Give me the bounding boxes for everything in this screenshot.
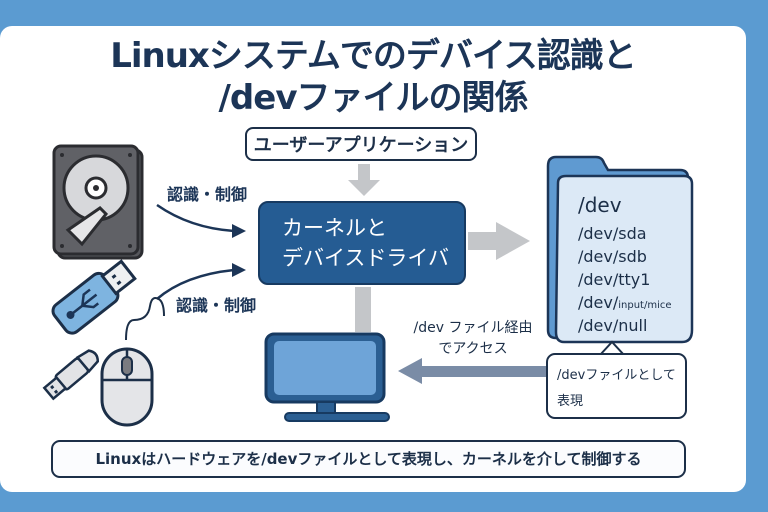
monitor-icon [264, 332, 390, 422]
kernel-line-2: デバイスドライバ [282, 246, 449, 270]
access-line-2: でアクセス [438, 341, 508, 357]
access-line-1: /dev ファイル経由 [413, 320, 533, 336]
arrow-app-to-kernel [348, 164, 380, 196]
dev-item-tty1: /dev/tty1 [578, 270, 651, 289]
usb-plug-icon [42, 349, 100, 401]
dev-input-suffix: input/mice [618, 300, 672, 311]
mouse-icon [100, 297, 165, 427]
usb-drive-icon [51, 259, 137, 335]
user-application-box: ユーザーアプリケーション [245, 127, 477, 161]
dev-item-sdb: /dev/sdb [578, 247, 647, 266]
access-label: /dev ファイル経由 でアクセス [398, 318, 548, 360]
recognize-control-label-bottom: 認識・制御 [176, 296, 257, 315]
arrow-kernel-to-folder [468, 222, 530, 260]
title-line-2: /devファイルの関係 [218, 78, 529, 118]
arrow-kernel-to-monitor [355, 287, 371, 332]
dev-file-callout: /devファイルとして 表現 [546, 353, 687, 419]
hard-disk-icon [52, 144, 144, 260]
dev-item-sda: /dev/sda [578, 224, 647, 243]
dev-item-null: /dev/null [578, 316, 648, 335]
dev-input-prefix: /dev/ [578, 293, 619, 312]
curved-arrow-top [156, 203, 246, 238]
summary-box: Linuxはハードウェアを/devファイルとして表現し、カーネルを介して制御する [51, 440, 686, 478]
callout-line-1: /devファイルとして [557, 368, 676, 383]
recognize-control-label-top: 認識・制御 [167, 185, 248, 204]
arrow-folder-to-monitor [398, 358, 548, 384]
curved-arrow-bottom [156, 263, 246, 300]
folder-icon [546, 155, 694, 344]
title-line-1: Linuxシステムでのデバイス認識と [110, 36, 637, 76]
kernel-driver-box: カーネルと デバイスドライバ [258, 201, 466, 285]
dev-folder-title: /dev [578, 193, 622, 217]
dev-item-input-mice: /dev/input/mice [578, 291, 672, 318]
callout-line-2: 表現 [557, 394, 584, 409]
kernel-line-1: カーネルと [282, 216, 387, 240]
